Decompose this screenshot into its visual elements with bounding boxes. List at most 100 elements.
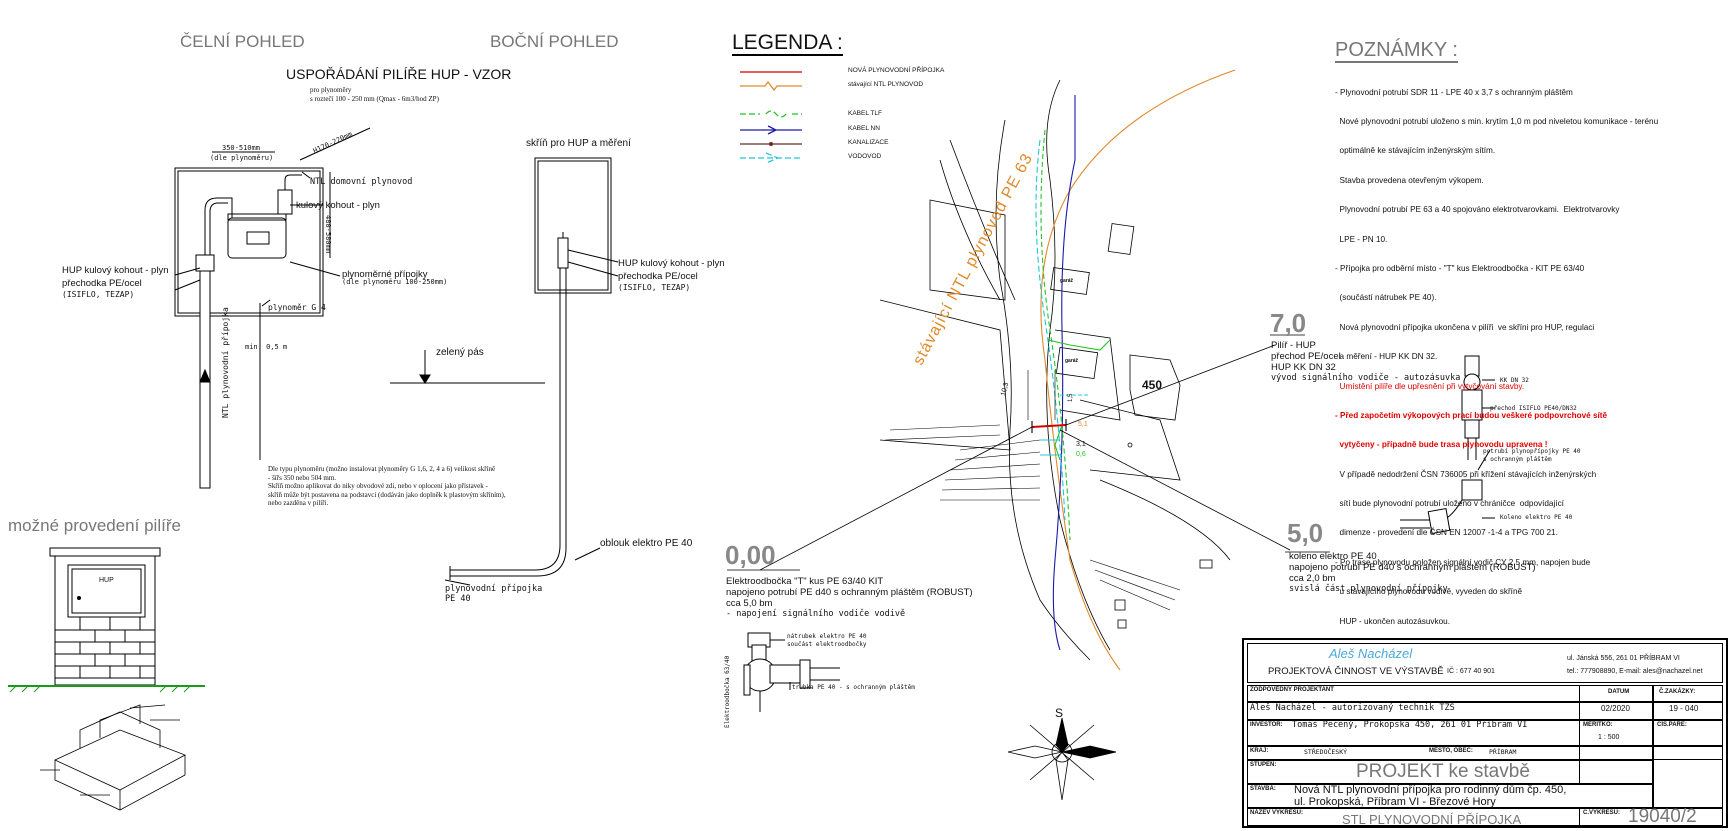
label-prechodka: přechodka PE/ocel bbox=[62, 278, 142, 289]
tb-cvykresu-label: Č.VÝKRESU: bbox=[1583, 810, 1621, 816]
tb-nazev: STL PLYNOVODNÍ PŘÍPOJKA bbox=[1342, 812, 1522, 827]
tb-nazev-label: NÁZEV VÝKRESU: bbox=[1250, 810, 1304, 816]
detail-potrubi-sub: s ochranným pláštěm bbox=[1483, 456, 1552, 463]
pillar-title: USPOŘÁDÁNÍ PILÍŘE HUP - VZOR bbox=[286, 66, 512, 82]
tb-address: ul. Jánská 556, 261 01 PŘÍBRAM VI bbox=[1567, 655, 1680, 662]
tb-contact: tel.: 777908890, E-mail: ales@nachazel.n… bbox=[1567, 668, 1703, 675]
tb-stupen: PROJEKT ke stavbě bbox=[1356, 761, 1530, 782]
map-garaz-1: garáž bbox=[1060, 278, 1074, 284]
tb-company: Aleš Nacházel bbox=[1329, 646, 1413, 661]
side-prechodka: přechodka PE/ocel bbox=[618, 271, 698, 282]
tb-zodp-label: ZODPOVĚDNÝ PROJEKTANT bbox=[1250, 687, 1334, 693]
tb-datum: 02/2020 bbox=[1601, 704, 1630, 713]
side-isiflo: (ISIFLO, TEZAP) bbox=[618, 283, 691, 292]
pillar-hup-label: HUP bbox=[99, 577, 114, 584]
note-line: optimálně ke stávajícím inženýrským sítí… bbox=[1335, 146, 1496, 156]
notes-title: POZNÁMKY : bbox=[1335, 39, 1458, 63]
tb-header bbox=[1247, 643, 1723, 683]
label-pripojky: plynoměrné přípojky bbox=[342, 269, 428, 280]
map-house-number: 450 bbox=[1142, 378, 1163, 392]
pillar-sub-2: s roztečí 100 - 250 mm (Qmax - 6m3/hod Z… bbox=[310, 95, 439, 103]
note-line: Nová plynovodní přípojka ukončena v pilí… bbox=[1335, 322, 1595, 332]
map-dim-4: 3,1 bbox=[1076, 441, 1086, 448]
title-block: Aleš Nacházel PROJEKTOVÁ ČINNOST VE VÝST… bbox=[1242, 638, 1728, 828]
side-hup-kulovy: HUP kulový kohout - plyn bbox=[618, 258, 725, 269]
tb-ic: IČ : 677 40 901 bbox=[1447, 668, 1495, 675]
meter-note: Dle typu plynoměru (možno instalovat ply… bbox=[268, 465, 506, 507]
callout-7-text: Pilíř - HUP přechod PE/ocel HUP KK DN 32… bbox=[1271, 340, 1461, 383]
note-line: Umístění pilíře dle upřesnění při vytyčo… bbox=[1335, 381, 1525, 391]
note-line: - Plynovodní potrubí SDR 11 - LPE 40 x 3… bbox=[1335, 87, 1573, 97]
tb-meritko-label: MĚŘÍTKO: bbox=[1583, 722, 1613, 728]
dim-width: 350-510mm bbox=[222, 144, 260, 152]
cabinet-label: skříň pro HUP a měření bbox=[526, 138, 631, 149]
callout-0-value: 0,00 bbox=[725, 540, 776, 570]
tb-kraj-label: KRAJ: bbox=[1250, 748, 1269, 754]
legend-item-nn: KABEL NN bbox=[848, 125, 880, 132]
note-line: Nové plynovodní potrubí uloženo s min. k… bbox=[1335, 116, 1659, 126]
map-garaz-2: garáž bbox=[1065, 358, 1079, 364]
callout-7-value: 7,0 bbox=[1270, 308, 1307, 338]
side-view-title: BOČNÍ POHLED bbox=[490, 32, 619, 51]
note-line: LPE - PN 10. bbox=[1335, 234, 1388, 244]
tb-investor: Tomáš Pečený, Prokopská 450, 261 01 Příb… bbox=[1292, 720, 1528, 730]
callout-0-text: Elektroodbočka "T" kus PE 63/40 KIT napo… bbox=[726, 576, 973, 619]
note-line: - Před započetím výkopových prací budou … bbox=[1335, 410, 1608, 420]
label-ntl-domovni: NTL domovní plynovod bbox=[310, 177, 413, 187]
label-pripojky-note: (dle plynoměru 100-250mm) bbox=[342, 278, 448, 286]
detail-natrubek: nátrubek elektro PE 40 bbox=[787, 633, 867, 640]
note-line: HUP - ukončen autozásuvkou. bbox=[1335, 616, 1450, 626]
dim-width-note: (dle plynoměru) bbox=[210, 154, 274, 162]
label-zeleny-pas: zelený pás bbox=[436, 347, 484, 358]
note-line: V případě nedodržení ČSN 736005 při kříž… bbox=[1335, 469, 1597, 479]
tb-activity: PROJEKTOVÁ ČINNOST VE VÝSTAVBĚ bbox=[1268, 666, 1444, 677]
tb-stavba-label: STAVBA: bbox=[1250, 786, 1276, 792]
tb-zakazka: 19 - 040 bbox=[1669, 704, 1699, 713]
front-view-title: ČELNÍ POHLED bbox=[180, 32, 305, 51]
tb-kraj: STŘEDOČESKÝ bbox=[1304, 748, 1348, 756]
detail-natrubek-sub: součást elektroodbočky bbox=[787, 641, 867, 648]
note-line: a měření - HUP KK DN 32. bbox=[1335, 352, 1438, 362]
callout-5-value: 5,0 bbox=[1287, 518, 1324, 548]
legend-item-kanalizace: KANALIZACE bbox=[848, 139, 889, 146]
map-dim-3: 5,1 bbox=[1078, 421, 1088, 428]
detail-potrubi: potrubí plynopřípojky PE 40 bbox=[1483, 448, 1581, 455]
tb-zodp: Aleš Nacházel - autorizovaný technik TZS bbox=[1250, 703, 1455, 713]
note-line: u stávajícího plynovodu vodivě, vyveden … bbox=[1335, 587, 1523, 597]
label-plyn-prip: plynovodní přípojka bbox=[445, 584, 543, 594]
note-line: sítí bude plynovodní potrubí uloženo v c… bbox=[1335, 499, 1564, 509]
tb-misto: PŘÍBRAM bbox=[1489, 748, 1517, 756]
detail-koleno: Koleno elektro PE 40 bbox=[1500, 514, 1573, 521]
note-line: vytyčeny - případně bude trasa plynovodu… bbox=[1335, 440, 1548, 450]
label-hup-kulovy: HUP kulový kohout - plyn bbox=[62, 265, 169, 276]
tb-stavba-1: Nová NTL plynovodní přípojka pro rodinný… bbox=[1294, 784, 1567, 796]
label-isiflo: (ISIFLO, TEZAP) bbox=[62, 290, 135, 299]
note-line: dimenze - provedení dle ČSN EN 12007 -1-… bbox=[1335, 528, 1558, 538]
callout-5-text: koleno elektro PE 40 napojeno potrubí PE… bbox=[1289, 551, 1536, 594]
legend-item-nova: NOVÁ PLYNOVODNÍ PŘÍPOJKA bbox=[848, 67, 945, 74]
tb-stupen-label: STUPEŇ: bbox=[1250, 762, 1277, 768]
note-line: (součástí nátrubek PE 40). bbox=[1335, 293, 1437, 303]
dim-vertical: 480-580mm bbox=[324, 215, 332, 253]
legend-item-vodovod: VODOVOD bbox=[848, 153, 882, 160]
tb-meritko: 1 : 500 bbox=[1598, 734, 1620, 741]
label-min: min. 0,5 m bbox=[245, 343, 288, 351]
detail-elektroodbocka: Elektroodbočka 63/40 bbox=[724, 655, 731, 728]
tb-zakazka-label: Č.ZAKÁZKY: bbox=[1659, 689, 1696, 695]
label-kulovy: kulový kohout - plyn bbox=[296, 200, 380, 211]
detail-trubka: trubka PE 40 - s ochranným pláštěm bbox=[792, 684, 915, 691]
pillar-variant-title: možné provedení pilíře bbox=[8, 516, 181, 535]
legend-item-stavajici: stávající NTL PLYNOVOD bbox=[848, 81, 924, 88]
legend-title: LEGENDA : bbox=[732, 31, 843, 56]
label-ntl-vertical: NTL plynovodní přípojka bbox=[221, 307, 230, 418]
notes-list: - Plynovodní potrubí SDR 11 - LPE 40 x 3… bbox=[1335, 68, 1658, 636]
legend-item-tlf: KABEL TLF bbox=[848, 110, 882, 117]
tb-stavba-2: ul. Prokopská, Příbram VI - Březové Hory bbox=[1294, 796, 1496, 808]
tb-misto-label: MĚSTO, OBEC: bbox=[1429, 748, 1473, 754]
label-plyn-prip-pe: PE 40 bbox=[445, 594, 471, 604]
note-line: Plynovodní potrubí PE 63 a 40 spojováno … bbox=[1335, 205, 1620, 215]
label-oblouk: oblouk elektro PE 40 bbox=[600, 538, 693, 549]
tb-cispare-label: ČÍS.PARE: bbox=[1657, 722, 1687, 728]
north-label: S bbox=[1055, 706, 1064, 720]
